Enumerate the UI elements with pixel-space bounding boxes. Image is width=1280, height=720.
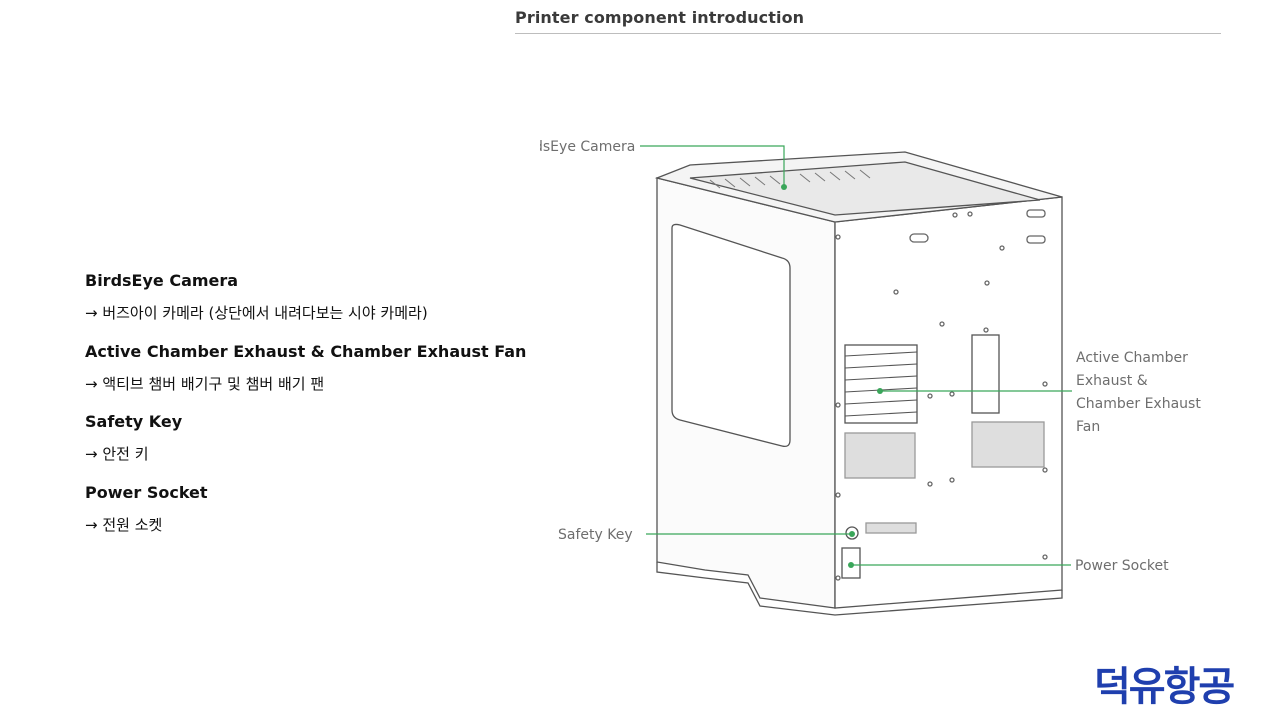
- leader-camera: [640, 145, 785, 186]
- desc-title: Power Socket: [85, 483, 208, 502]
- callout-dots: [781, 184, 883, 568]
- callout-leaders: [640, 145, 1072, 566]
- callout-exhaust-line1: Active Chamber: [1076, 350, 1188, 366]
- desc-chamber-exhaust: Active Chamber Exhaust & Chamber Exhaust…: [85, 342, 527, 394]
- top-grille: [709, 169, 871, 189]
- desc-korean: → 액티브 챔버 배기구 및 챔버 배기 팬: [85, 375, 325, 393]
- title-divider: [515, 33, 1221, 34]
- exhaust-louvers: [844, 344, 918, 424]
- desc-korean: → 전원 소켓: [85, 516, 163, 534]
- dot-power: [848, 562, 854, 568]
- callout-exhaust-line4: Fan: [1076, 419, 1100, 435]
- screw-holes: [835, 209, 1048, 581]
- top-opening: [689, 161, 1041, 216]
- desc-title: Active Chamber Exhaust & Chamber Exhaust…: [85, 342, 527, 361]
- desc-title: Safety Key: [85, 412, 183, 431]
- desc-safety-key: Safety Key → 안전 키: [85, 412, 505, 464]
- callout-exhaust-line2: Exhaust &: [1076, 373, 1148, 389]
- vent-mesh-left: [844, 432, 916, 479]
- vent-mesh-small: [865, 522, 917, 534]
- desc-korean: → 버즈아이 카메라 (상단에서 내려다보는 시야 카메라): [85, 304, 428, 322]
- desc-birdseye-camera: BirdsEye Camera → 버즈아이 카메라 (상단에서 내려다보는 시…: [85, 271, 505, 323]
- rear-recess: [971, 334, 1000, 414]
- base-plinth: [656, 562, 1063, 616]
- callout-safety-key: Safety Key: [558, 527, 633, 543]
- side-window: [671, 223, 791, 448]
- desc-korean: → 안전 키: [85, 445, 149, 463]
- desc-title: BirdsEye Camera: [85, 271, 239, 290]
- vent-mesh-right: [971, 421, 1045, 468]
- printer-illustration: [654, 151, 1063, 616]
- callout-birdseye-camera: BirdsEye Camera: [540, 139, 635, 155]
- desc-power-socket: Power Socket → 전원 소켓: [85, 483, 505, 535]
- dot-safety: [849, 531, 855, 537]
- page-title: Printer component introduction: [515, 8, 805, 27]
- brand-logo: 덕유항공: [1094, 664, 1235, 710]
- printer-rear-diagram: BirdsEye Camera Active Chamber Exhaust &…: [540, 139, 1201, 616]
- callout-power-socket: Power Socket: [1075, 558, 1169, 574]
- dot-camera: [781, 184, 787, 190]
- dot-exhaust: [877, 388, 883, 394]
- callout-exhaust-line3: Chamber Exhaust: [1076, 396, 1201, 412]
